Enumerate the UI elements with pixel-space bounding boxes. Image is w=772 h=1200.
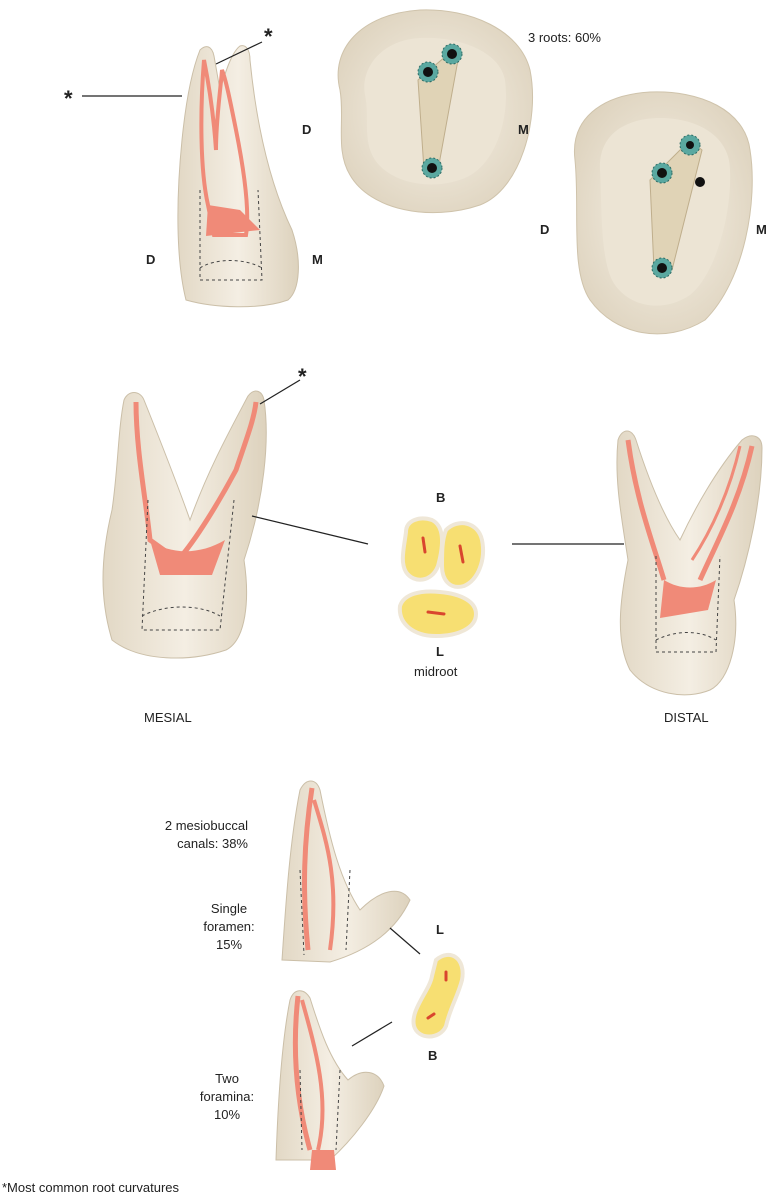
single-foramen-caption-line-2: foramen:	[203, 919, 255, 934]
mesiobuccal-canals-caption-line-1: 2 mesiobuccal	[164, 818, 248, 833]
star-leader-right	[215, 41, 263, 65]
root-cross-section	[411, 952, 465, 1039]
root-section-label-l: L	[436, 922, 444, 937]
side-view-label-m: M	[312, 252, 323, 267]
lower-root-to-section-leader	[351, 1021, 393, 1047]
occlusal-2-label-d: D	[540, 222, 550, 237]
single-foramen-caption-line-3: 15%	[215, 937, 243, 952]
cross-section-label-b: B	[436, 490, 446, 505]
single-foramen-caption: Single foramen: 15%	[190, 900, 268, 954]
mesial-caption: MESIAL	[144, 710, 192, 725]
root-section-label-b: B	[428, 1048, 438, 1063]
side-view-tooth	[177, 45, 299, 308]
two-foramina-caption-line-3: 10%	[213, 1107, 241, 1122]
footnote: *Most common root curvatures	[2, 1180, 180, 1195]
single-foramen-caption-line-1: Single	[210, 901, 248, 916]
occlusal-view-1	[337, 9, 534, 214]
occlusal-2-label-m: M	[756, 222, 767, 237]
occlusal-1-label-m: M	[518, 122, 529, 137]
occlusal-view-2	[573, 91, 753, 335]
two-foramina-caption-line-2: foramina:	[199, 1089, 255, 1104]
mesial-view-tooth	[102, 390, 267, 659]
midroot-caption: midroot	[414, 664, 458, 679]
two-foramina-caption-line-1: Two	[215, 1071, 239, 1086]
side-view-label-d: D	[146, 252, 156, 267]
upper-root-to-section-leader	[389, 927, 421, 955]
mesiobuccal-root-upper	[281, 780, 411, 963]
curvature-star-right: *	[264, 24, 273, 49]
star-leader-mesial	[259, 379, 301, 405]
three-roots-caption: 3 roots: 60%	[528, 30, 601, 45]
mesiobuccal-canals-caption-line-2: canals: 38%	[177, 836, 248, 851]
two-foramina-caption: Two foramina: 10%	[188, 1070, 266, 1124]
curvature-star-left: *	[64, 86, 73, 111]
distal-caption: DISTAL	[664, 710, 709, 725]
curvature-star-mesial: *	[298, 364, 307, 389]
occlusal-1-label-d: D	[302, 122, 312, 137]
distal-view-tooth	[616, 430, 763, 696]
mesial-to-section-leader	[251, 515, 369, 545]
cross-section-label-l: L	[436, 644, 444, 659]
mesiobuccal-root-lower	[275, 990, 385, 1170]
midroot-cross-sections	[397, 516, 485, 639]
mesiobuccal-canals-caption: 2 mesiobuccal canals: 38%	[120, 817, 248, 853]
